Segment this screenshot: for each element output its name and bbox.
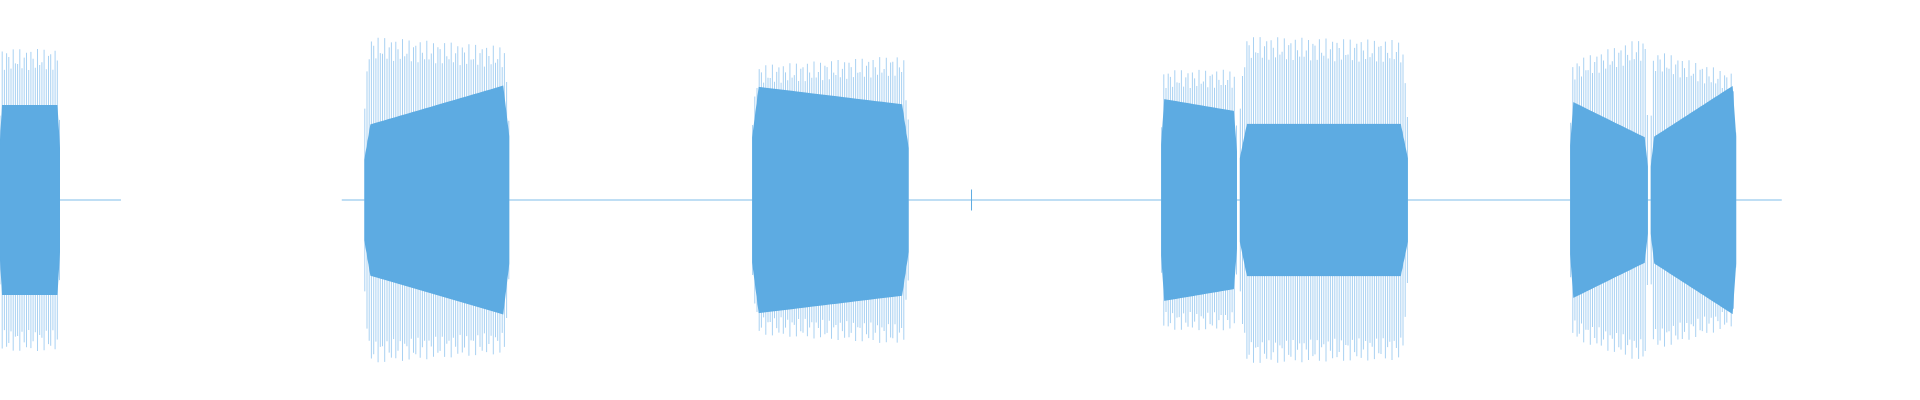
waveform-rms-envelope [1239, 123, 1408, 277]
waveform-rms-envelope [364, 85, 510, 315]
waveform-rms-envelope [1161, 99, 1237, 301]
waveform-burst [0, 49, 60, 351]
waveform-rms-envelope [0, 105, 60, 295]
waveform-rms-envelope [752, 86, 909, 314]
waveform-burst [752, 57, 909, 343]
waveform-burst [364, 37, 510, 363]
waveform-rms-envelope [1570, 102, 1648, 298]
waveform-rms-envelope [1650, 85, 1737, 315]
waveform-burst [1570, 41, 1648, 359]
waveform-burst [1161, 69, 1237, 331]
waveform-burst [1650, 53, 1737, 347]
waveform-burst [1239, 37, 1408, 363]
